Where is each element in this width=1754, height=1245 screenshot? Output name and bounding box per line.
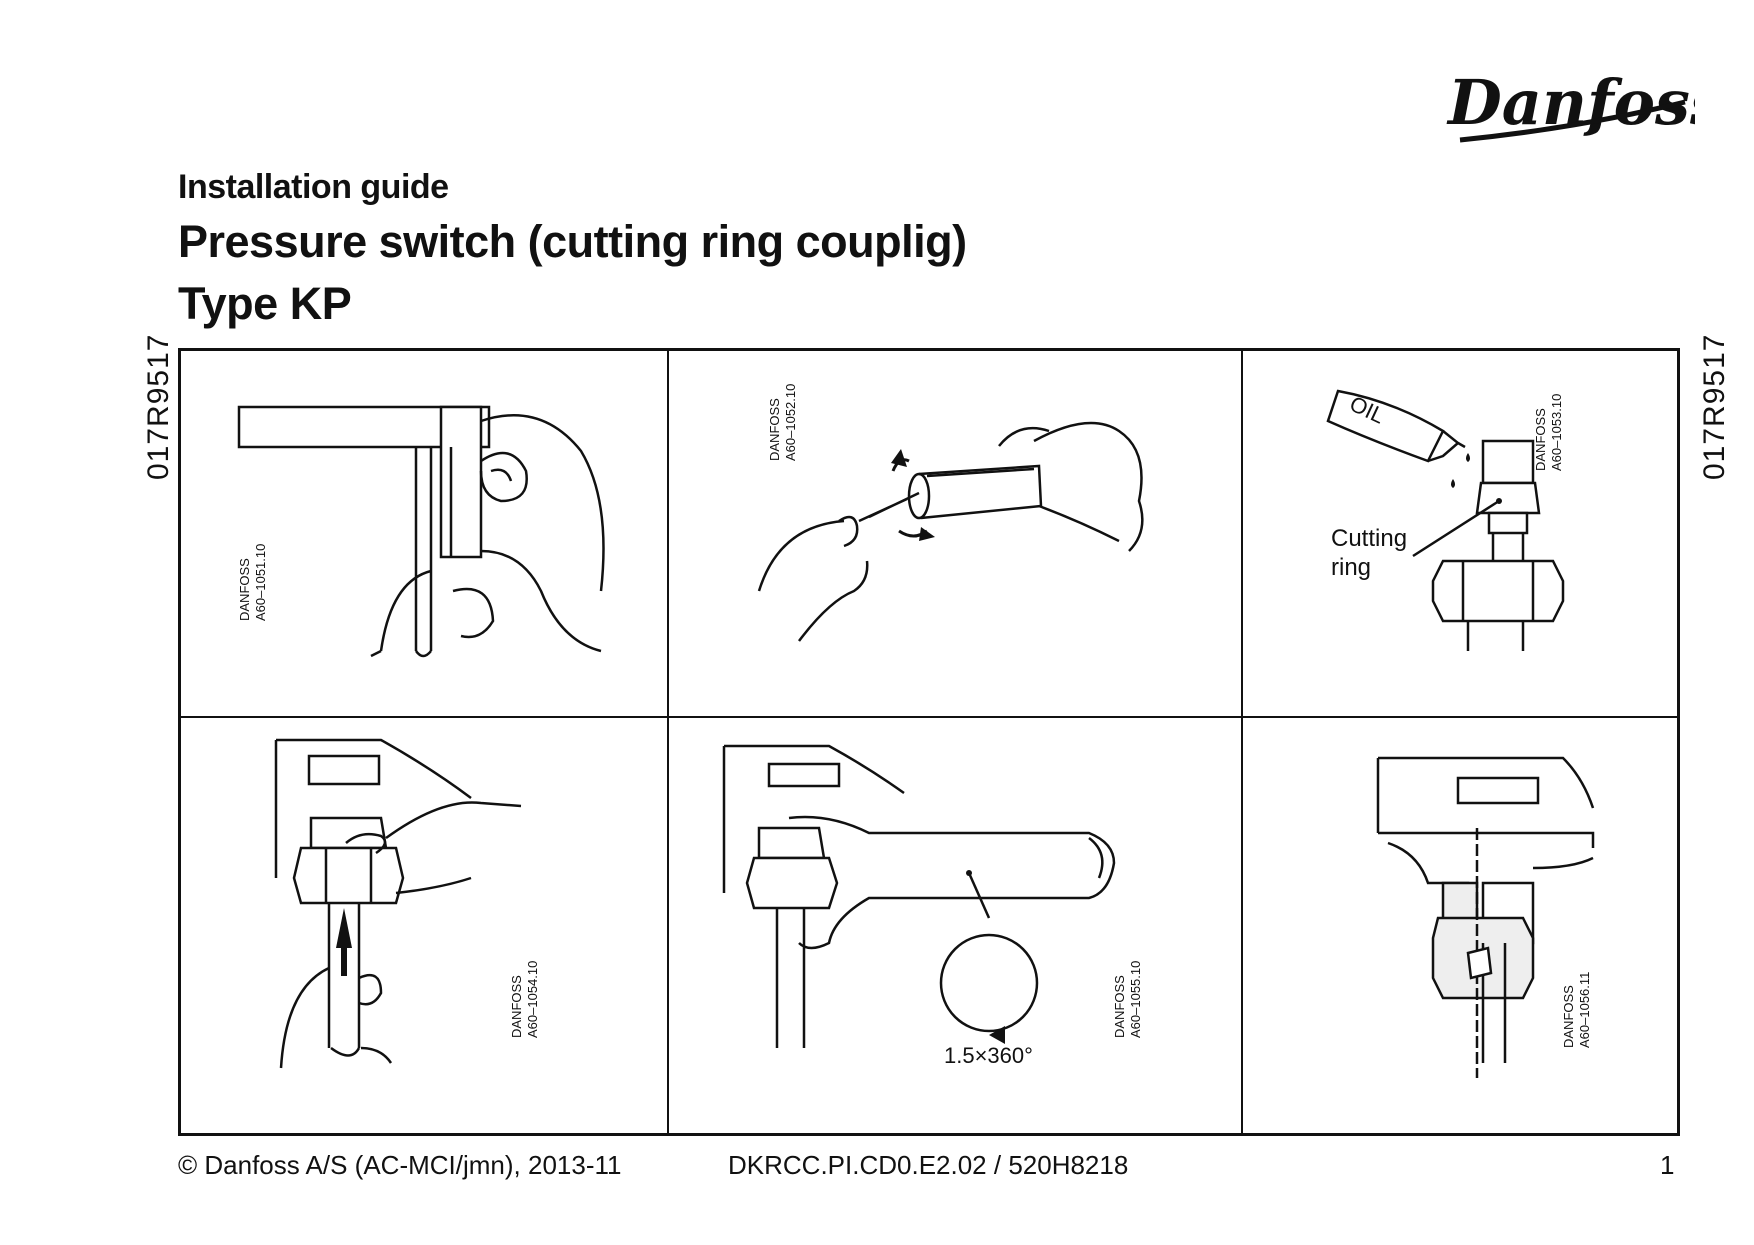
page-number: 1 [1660,1150,1675,1180]
panel-code: A60–1056.11 [1577,972,1592,1048]
panel-code-brand: DANFOSS [1561,985,1576,1048]
panel-oil-cutting-ring: OIL Cutting ring DANFOSS A60–1053.10 [1243,351,1677,716]
panel-insert-pipe: DANFOSS A60–1054.10 [181,718,667,1136]
panel-tighten: 1.5×360° DANFOSS A60–1055.10 [669,718,1241,1136]
side-code-right: 017R9517 [1698,333,1731,480]
insert-pipe-icon: DANFOSS A60–1054.10 [274,738,540,1069]
panel-deburr: DANFOSS A60–1052.10 [669,351,1241,716]
panel-code-brand: DANFOSS [767,398,782,461]
panel-code: A60–1051.10 [253,544,268,621]
panel-bend-pipe: DANFOSS A60–1051.10 [181,351,667,716]
footer-doc-code: DKRCC.PI.CD0.E2.02 / 520H8218 [728,1150,1129,1180]
figure-grid: DANFOSS A60–1051.10 DANFOSS [178,348,1680,1136]
panel-code: A60–1052.10 [783,384,798,461]
turns-label: 1.5×360° [944,1043,1033,1068]
bend-pipe-hands-icon: DANFOSS A60–1051.10 [237,405,605,658]
logo-wordmark: Danfoss [1446,66,1695,139]
page-title: Pressure switch (cutting ring couplig) [178,216,967,267]
guide-subtitle: Installation guide [178,168,449,206]
panel-code: A60–1055.10 [1128,961,1143,1038]
panel-code: A60–1054.10 [525,961,540,1038]
danfoss-logo: Danfoss [1446,66,1695,143]
cutting-ring-label-line2: ring [1331,554,1371,581]
panel-code: A60–1053.10 [1549,394,1564,471]
panel-code-brand: DANFOSS [509,975,524,1038]
type-heading: Type KP [178,278,352,329]
deburr-pipe-icon: DANFOSS A60–1052.10 [757,384,1144,642]
panel-code-brand: DANFOSS [237,558,252,621]
oil-cutting-ring-icon: OIL Cutting ring DANFOSS A60–1053.10 [1326,389,1565,651]
side-code-left: 017R9517 [142,333,175,480]
coupling-section-icon: DANFOSS A60–1056.11 [1376,756,1595,1078]
cutting-ring-label-line1: Cutting [1331,525,1407,552]
panel-code-brand: DANFOSS [1112,975,1127,1038]
footer-copyright: © Danfoss A/S (AC-MCI/jmn), 2013-11 [178,1150,622,1180]
panel-coupling-section: DANFOSS A60–1056.11 [1243,718,1677,1136]
tighten-wrench-icon: 1.5×360° DANFOSS A60–1055.10 [722,744,1143,1068]
panel-code-brand: DANFOSS [1533,408,1548,471]
